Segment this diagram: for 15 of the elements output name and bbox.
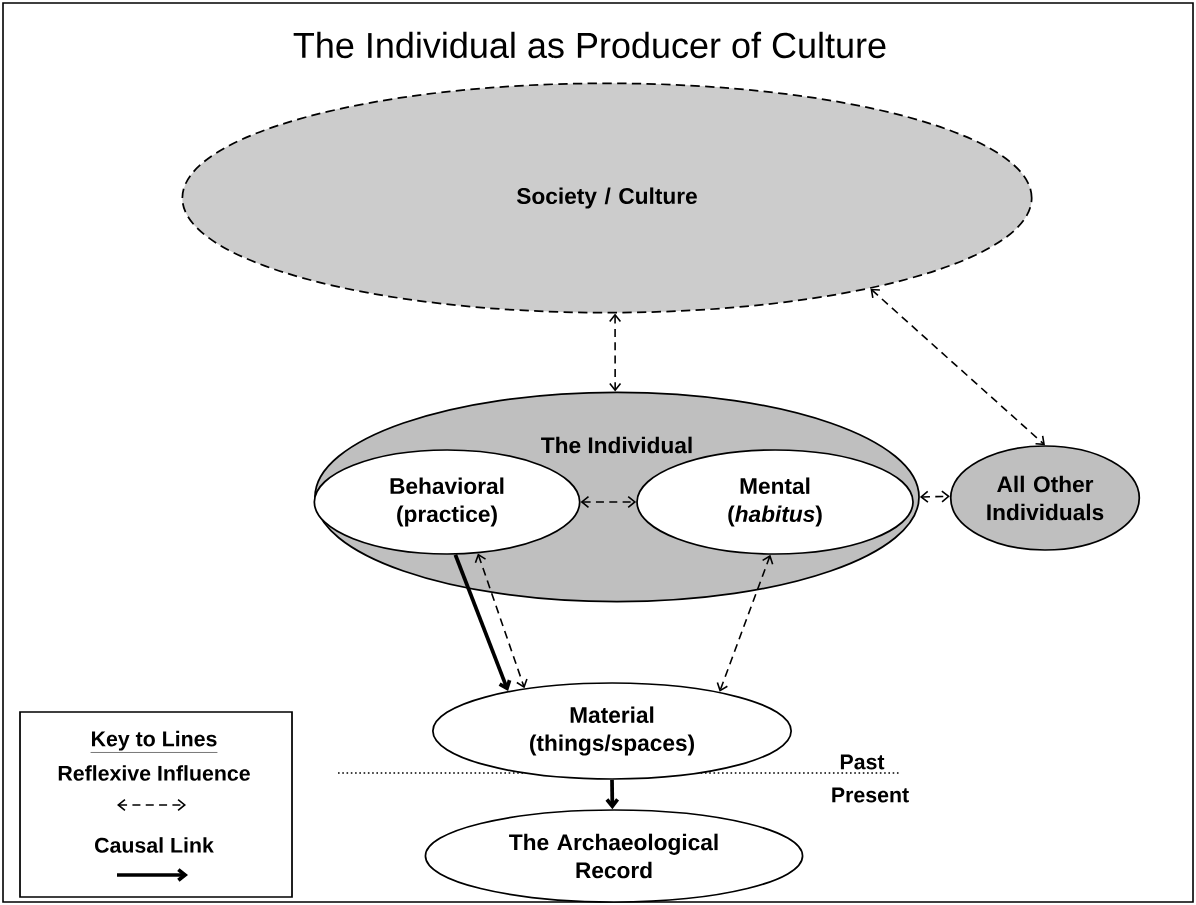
legend-text: Causal Link	[95, 837, 214, 853]
arrow	[605, 779, 620, 810]
arrow	[870, 288, 1045, 446]
legend-title: Key to Lines	[90, 730, 218, 753]
arrow	[474, 553, 528, 689]
arrow	[608, 313, 622, 392]
arrow	[919, 490, 950, 503]
node-label: The Archaeological Record	[509, 833, 718, 879]
arrow	[580, 495, 637, 509]
legend-text: Reflexive Influence	[58, 765, 250, 781]
arrow	[716, 554, 774, 692]
arrow	[453, 554, 512, 692]
label: Present	[832, 787, 909, 803]
title: The Individual as Producer of Culture	[293, 31, 886, 59]
label: Past	[840, 754, 885, 770]
